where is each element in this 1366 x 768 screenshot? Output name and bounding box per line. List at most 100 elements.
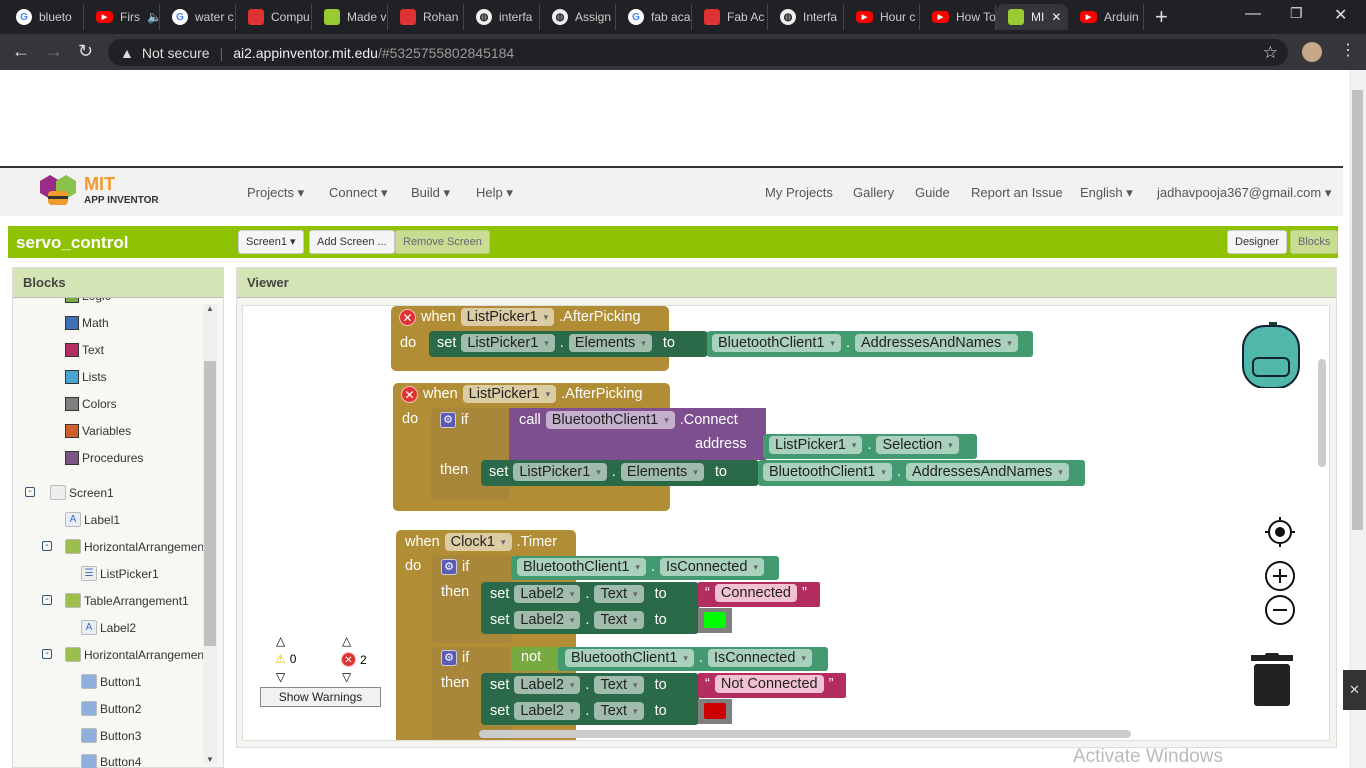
- screen-select[interactable]: Screen1 ▾: [238, 230, 304, 254]
- add-screen-button[interactable]: Add Screen ...: [309, 230, 395, 254]
- link-my-projects[interactable]: My Projects: [765, 185, 833, 200]
- color-swatch: [704, 703, 726, 719]
- menu-help[interactable]: Help ▾: [476, 185, 513, 200]
- warning-prev-arrow-icon[interactable]: △: [276, 634, 286, 648]
- builtin-logic[interactable]: Logic: [65, 298, 111, 303]
- builtin-text[interactable]: Text: [65, 343, 104, 357]
- browser-tab-active[interactable]: MI✕: [996, 4, 1068, 30]
- restore-icon[interactable]: ❐: [1290, 5, 1303, 21]
- error-icon[interactable]: ✕: [401, 385, 418, 403]
- account-menu[interactable]: jadhavpooja367@gmail.com ▾: [1157, 185, 1332, 200]
- workspace-hscrollbar[interactable]: [479, 730, 1131, 738]
- tree-item-button4[interactable]: Button4: [81, 754, 141, 768]
- page-scrollbar[interactable]: [1349, 70, 1366, 768]
- bookmark-star-icon[interactable]: ☆: [1262, 42, 1278, 62]
- browser-tab[interactable]: ◍Assign: [540, 4, 616, 30]
- error-next-arrow-icon[interactable]: ▽: [342, 670, 352, 684]
- collapse-icon[interactable]: -: [25, 487, 35, 497]
- browser-tab[interactable]: Fab Ac: [692, 4, 768, 30]
- collapse-icon[interactable]: -: [42, 595, 52, 605]
- link-report-issue[interactable]: Report an Issue: [971, 185, 1063, 200]
- recenter-icon[interactable]: [1265, 517, 1295, 550]
- browser-tab[interactable]: Made v: [312, 4, 388, 30]
- browser-tab[interactable]: ◍interfa: [464, 4, 540, 30]
- trash-icon[interactable]: [1249, 653, 1293, 712]
- close-window-icon[interactable]: ✕: [1334, 7, 1348, 24]
- category-color-icon: [65, 316, 79, 330]
- collapse-icon[interactable]: -: [42, 649, 52, 659]
- warning-next-arrow-icon[interactable]: ▽: [276, 670, 286, 684]
- url-input[interactable]: ▲ Not secure | ai2.appinventor.mit.edu/#…: [108, 39, 1288, 66]
- tree-item-button1[interactable]: Button1: [81, 674, 141, 689]
- browser-tab[interactable]: ▶Hour c: [844, 4, 920, 30]
- collapse-icon[interactable]: -: [42, 541, 52, 551]
- reload-icon[interactable]: ↻: [78, 41, 94, 61]
- gear-icon[interactable]: ⚙: [441, 650, 457, 666]
- menu-projects[interactable]: Projects ▾: [247, 185, 305, 200]
- builtin-variables[interactable]: Variables: [65, 424, 131, 438]
- category-color-icon: [65, 370, 79, 384]
- menu-connect[interactable]: Connect ▾: [329, 185, 388, 200]
- component-dropdown[interactable]: ListPicker1: [460, 308, 555, 326]
- browser-tab[interactable]: ▶Arduin: [1068, 4, 1144, 30]
- error-icon[interactable]: ✕: [399, 308, 416, 326]
- back-icon[interactable]: ←: [12, 41, 30, 61]
- link-guide[interactable]: Guide: [915, 185, 950, 200]
- show-warnings-button[interactable]: Show Warnings: [260, 687, 381, 707]
- link-gallery[interactable]: Gallery: [853, 185, 895, 200]
- tree-item-screen1[interactable]: Screen1: [50, 485, 114, 500]
- youtube-icon: ▶: [932, 11, 949, 23]
- zoom-out-icon[interactable]: [1265, 595, 1295, 628]
- remove-screen-button[interactable]: Remove Screen: [395, 230, 490, 254]
- gear-icon[interactable]: ⚙: [441, 559, 457, 575]
- appinventor-icon: [1008, 9, 1024, 25]
- gear-icon[interactable]: ⚙: [440, 412, 456, 428]
- color-block-red[interactable]: [698, 699, 732, 724]
- arrangement-icon: [65, 539, 81, 554]
- new-tab-icon[interactable]: +: [1155, 4, 1168, 29]
- sidebar-scrollbar[interactable]: ▲ ▼: [203, 304, 217, 764]
- backpack-icon[interactable]: [1239, 318, 1307, 391]
- viewer-title: Viewer: [237, 268, 1336, 298]
- minimize-icon[interactable]: —: [1245, 5, 1261, 22]
- youtube-icon: ▶: [1080, 11, 1097, 23]
- browser-tab[interactable]: ◍Interfa: [768, 4, 844, 30]
- designer-button[interactable]: Designer: [1227, 230, 1288, 254]
- browser-menu-icon[interactable]: ⋮: [1340, 42, 1356, 59]
- tree-item-tablearrangement1[interactable]: TableArrangement1: [65, 593, 189, 608]
- forward-icon[interactable]: →: [45, 41, 63, 61]
- browser-tab[interactable]: Compu: [236, 4, 312, 30]
- builtin-math[interactable]: Math: [65, 316, 109, 330]
- app-inventor-logo[interactable]: [38, 173, 78, 209]
- close-tab-icon[interactable]: ✕: [1051, 10, 1062, 24]
- builtin-colors[interactable]: Colors: [65, 397, 117, 411]
- close-overlay-icon[interactable]: ✕: [1343, 670, 1366, 710]
- tree-item-horizontalarrangement1[interactable]: HorizontalArrangement1: [65, 539, 205, 554]
- menu-build[interactable]: Build ▾: [411, 185, 451, 200]
- browser-tab[interactable]: ▶How To: [920, 4, 996, 30]
- browser-tab[interactable]: Rohan: [388, 4, 464, 30]
- error-prev-arrow-icon[interactable]: △: [342, 634, 352, 648]
- zoom-in-icon[interactable]: [1265, 561, 1295, 594]
- language-menu[interactable]: English ▾: [1080, 185, 1133, 200]
- tree-item-button2[interactable]: Button2: [81, 701, 141, 716]
- builtin-lists[interactable]: Lists: [65, 370, 107, 384]
- tree-item-horizontalarrangement2[interactable]: HorizontalArrangement2: [65, 647, 205, 662]
- workspace-vscrollbar[interactable]: [1318, 359, 1326, 467]
- not-block[interactable]: [511, 647, 561, 671]
- blocks-button[interactable]: Blocks: [1290, 230, 1339, 254]
- tree-item-button3[interactable]: Button3: [81, 728, 141, 743]
- blocks-tree: LogicMathTextListsColorsVariablesProcedu…: [13, 298, 205, 768]
- browser-tab[interactable]: ▶Firs🔈: [84, 4, 160, 30]
- blocks-panel: Blocks LogicMathTextListsColorsVariables…: [12, 267, 224, 768]
- profile-avatar[interactable]: [1302, 42, 1322, 62]
- tree-item-listpicker1[interactable]: ☰ListPicker1: [81, 566, 159, 581]
- color-block-green[interactable]: [698, 608, 732, 633]
- builtin-procedures[interactable]: Procedures: [65, 451, 143, 465]
